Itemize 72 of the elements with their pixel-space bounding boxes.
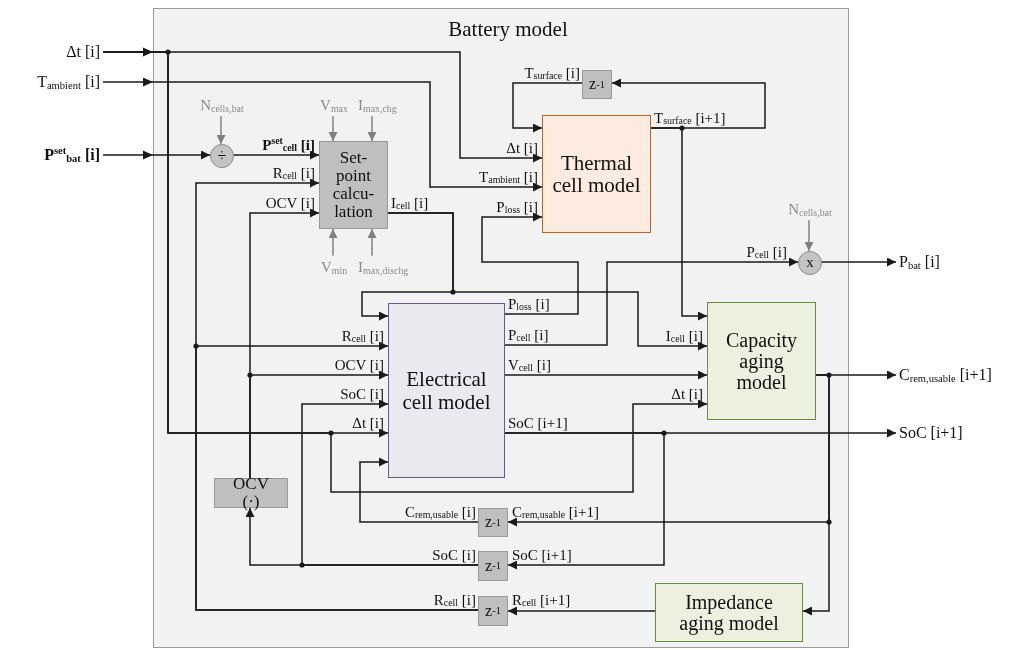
setpoint-block: Set-point calcu-lation xyxy=(319,141,388,229)
signal-label: C$_{rem,usable}$ [i+1] xyxy=(899,366,992,384)
signal-arrow xyxy=(804,219,814,252)
signal-arrow xyxy=(481,212,579,315)
signal-label: T$_{surface}$ [i] xyxy=(524,64,580,81)
signal-label: SoC [i] xyxy=(432,546,476,563)
signal-arrow xyxy=(650,127,708,321)
signal-arrow xyxy=(359,457,479,523)
signal-arrow xyxy=(233,150,320,160)
signal-arrow xyxy=(367,228,377,257)
edge-label: SoC [i+1] xyxy=(512,546,572,563)
edge-label: C$_{rem,usable}$ [i+1] xyxy=(512,503,599,520)
edge-label: I$_{cell}$ [i] xyxy=(665,327,703,344)
signal-arrow xyxy=(367,115,377,142)
parameter-label: V$_{min}$ xyxy=(320,258,348,276)
signal-arrow xyxy=(245,507,479,566)
signal-label: P$^{set}$$_{bat}$ [i] xyxy=(44,146,100,164)
signal-label: SoC [i+1] xyxy=(508,414,568,431)
signal-label: Δt [i] xyxy=(66,43,100,61)
signal-arrow xyxy=(102,51,708,493)
edge-label: Δt [i] xyxy=(352,414,384,431)
edge-label: P$_{loss}$ [i] xyxy=(496,198,538,215)
parameter-label: I$_{max,dischg}$ xyxy=(358,258,409,276)
edge-label: Δt [i] xyxy=(506,139,538,156)
signal-arrow xyxy=(611,78,766,129)
signal-label: C$_{rem,usable}$ [i] xyxy=(405,503,476,520)
signal-arrow xyxy=(504,370,708,380)
electrical-model-block: Electrical cell model xyxy=(388,303,505,478)
edge-label: T$_{ambient}$ [i] xyxy=(479,168,538,185)
edge-label: Δt [i] xyxy=(671,385,703,402)
signal-label: SoC [i+1] xyxy=(899,424,963,442)
parameter-label: N$_{cells,bat}$ xyxy=(788,200,832,218)
impedance-aging-block: Impedance aging model xyxy=(655,583,803,642)
frame-title: Battery model xyxy=(448,17,568,42)
signal-arrow xyxy=(328,228,338,257)
signal-label: P$_{cell}$ [i] xyxy=(508,326,549,343)
edge-label: R$_{cell}$ [i+1] xyxy=(512,591,571,608)
signal-label: V$_{cell}$ [i] xyxy=(508,356,552,373)
signal-arrow xyxy=(102,150,211,160)
signal-arrow xyxy=(387,212,708,351)
signal-label: P$_{loss}$ [i] xyxy=(508,295,550,312)
signal-label: R$_{cell}$ [i] xyxy=(433,591,476,608)
edge-label: P$_{cell}$ [i] xyxy=(746,243,787,260)
signal-label: T$_{surface}$ [i+1] xyxy=(654,109,726,126)
signal-arrow xyxy=(249,370,389,479)
parameter-label: V$_{max}$ xyxy=(320,96,348,114)
multiplier-circle: x xyxy=(798,251,822,275)
edge-label: OCV [i] xyxy=(334,356,384,373)
signal-arrow xyxy=(512,82,583,133)
edge-label: R$_{cell}$ [i] xyxy=(341,327,384,344)
signal-arrow xyxy=(328,115,338,142)
thermal-model-block: Thermal cell model xyxy=(542,115,651,233)
signal-arrow xyxy=(507,606,656,616)
edge-label: OCV [i] xyxy=(265,194,315,211)
signal-label: T$_{ambient}$ [i] xyxy=(37,73,100,91)
edge-label: P$^{set}$$_{cell}$ [i] xyxy=(262,136,315,153)
signal-arrow xyxy=(195,341,479,611)
capacity-aging-block: Capacity aging model xyxy=(707,302,816,420)
signal-arrow xyxy=(216,115,226,145)
signal-arrow xyxy=(102,81,543,192)
signal-label: P$_{bat}$ [i] xyxy=(899,253,940,271)
edge-label: R$_{cell}$ [i] xyxy=(272,164,315,181)
parameter-label: I$_{max,chg}$ xyxy=(358,96,397,114)
signal-arrow xyxy=(802,374,830,616)
signal-arrow xyxy=(821,257,897,267)
divider-circle: ÷ xyxy=(210,144,234,168)
signal-arrow xyxy=(504,257,799,346)
signal-label: I$_{cell}$ [i] xyxy=(391,194,429,211)
battery-model-frame xyxy=(153,8,849,648)
parameter-label: N$_{cells,bat}$ xyxy=(200,96,244,114)
signal-arrow xyxy=(504,432,665,570)
edge-label: SoC [i] xyxy=(340,385,384,402)
